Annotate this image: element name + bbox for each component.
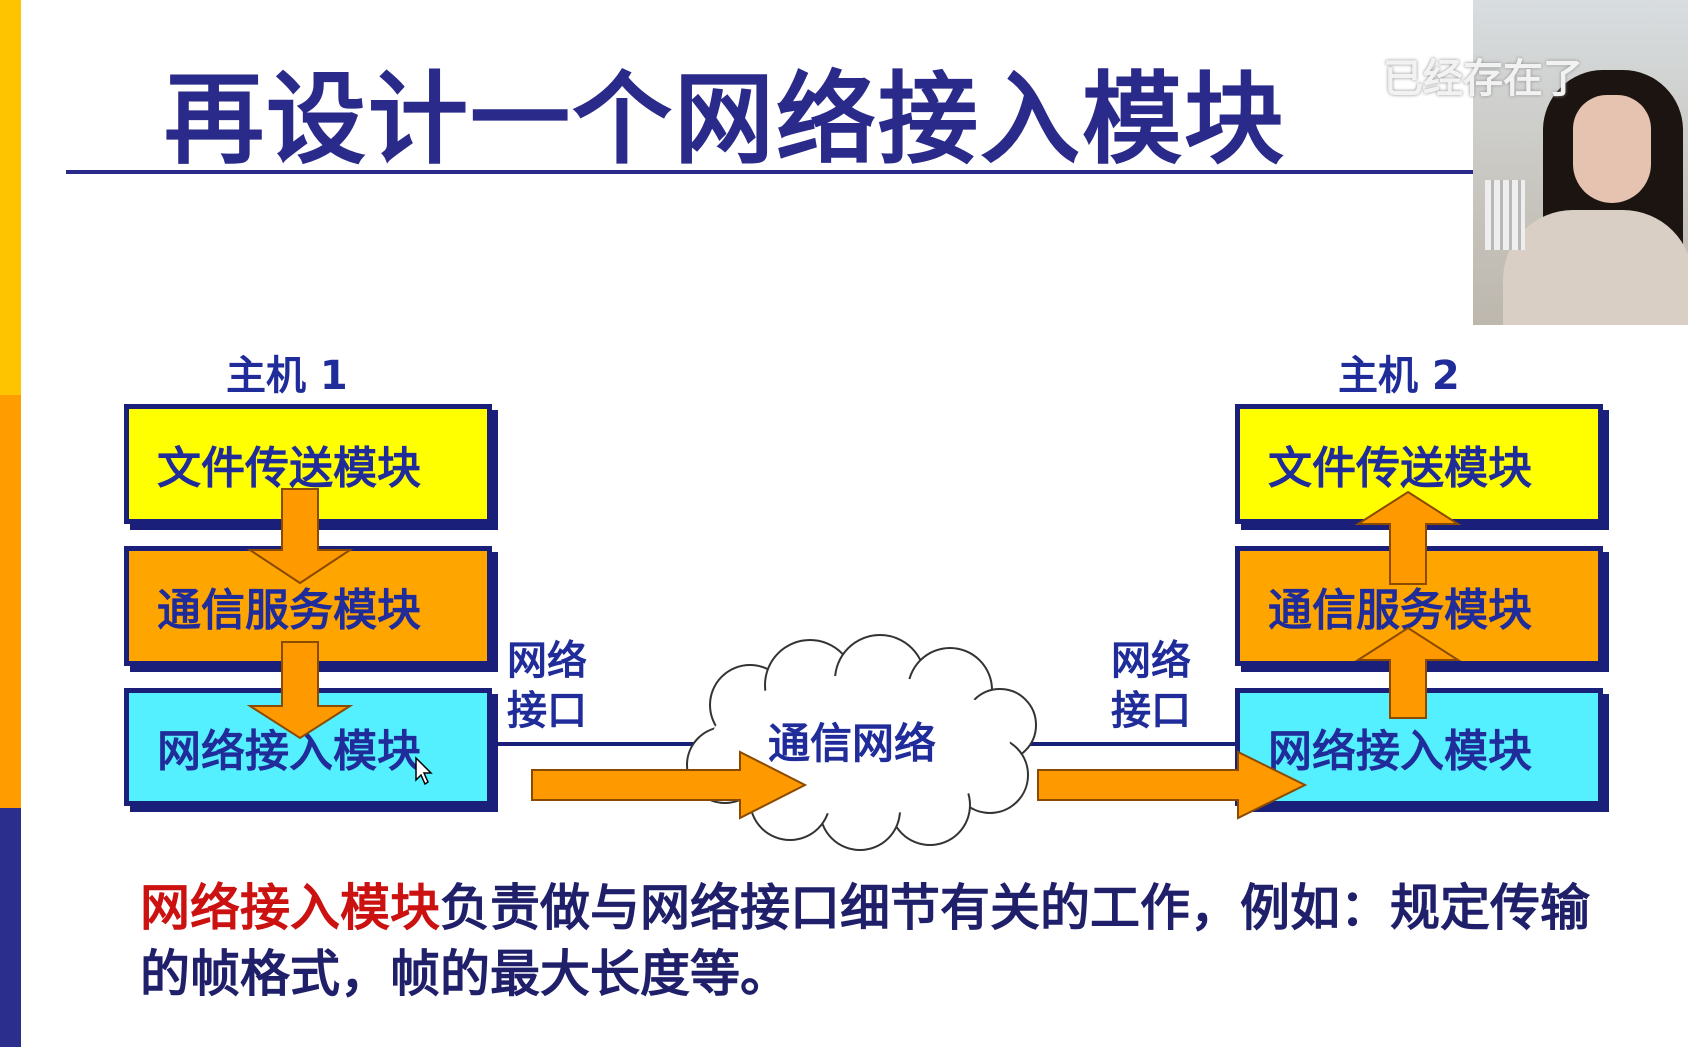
cursor-icon — [416, 758, 431, 784]
webcam-body — [1503, 210, 1688, 325]
caption: 网络接入模块负责做与网络接口细节有关的工作，例如：规定传输的帧格式，帧的最大长度… — [140, 875, 1600, 1007]
arrow-down-icon — [250, 642, 350, 738]
arrow-right-icon — [1038, 752, 1305, 818]
arrow-up-icon — [1358, 628, 1458, 718]
webcam-overlay-text: 已经存在了 — [1383, 46, 1583, 104]
caption-highlight: 网络接入模块 — [140, 879, 440, 937]
arrow-down-icon — [250, 489, 350, 583]
webcam-face — [1573, 95, 1651, 203]
arrow-up-icon — [1358, 492, 1458, 584]
webcam-radiator — [1485, 180, 1525, 250]
network-label: 通信网络 — [768, 719, 936, 768]
